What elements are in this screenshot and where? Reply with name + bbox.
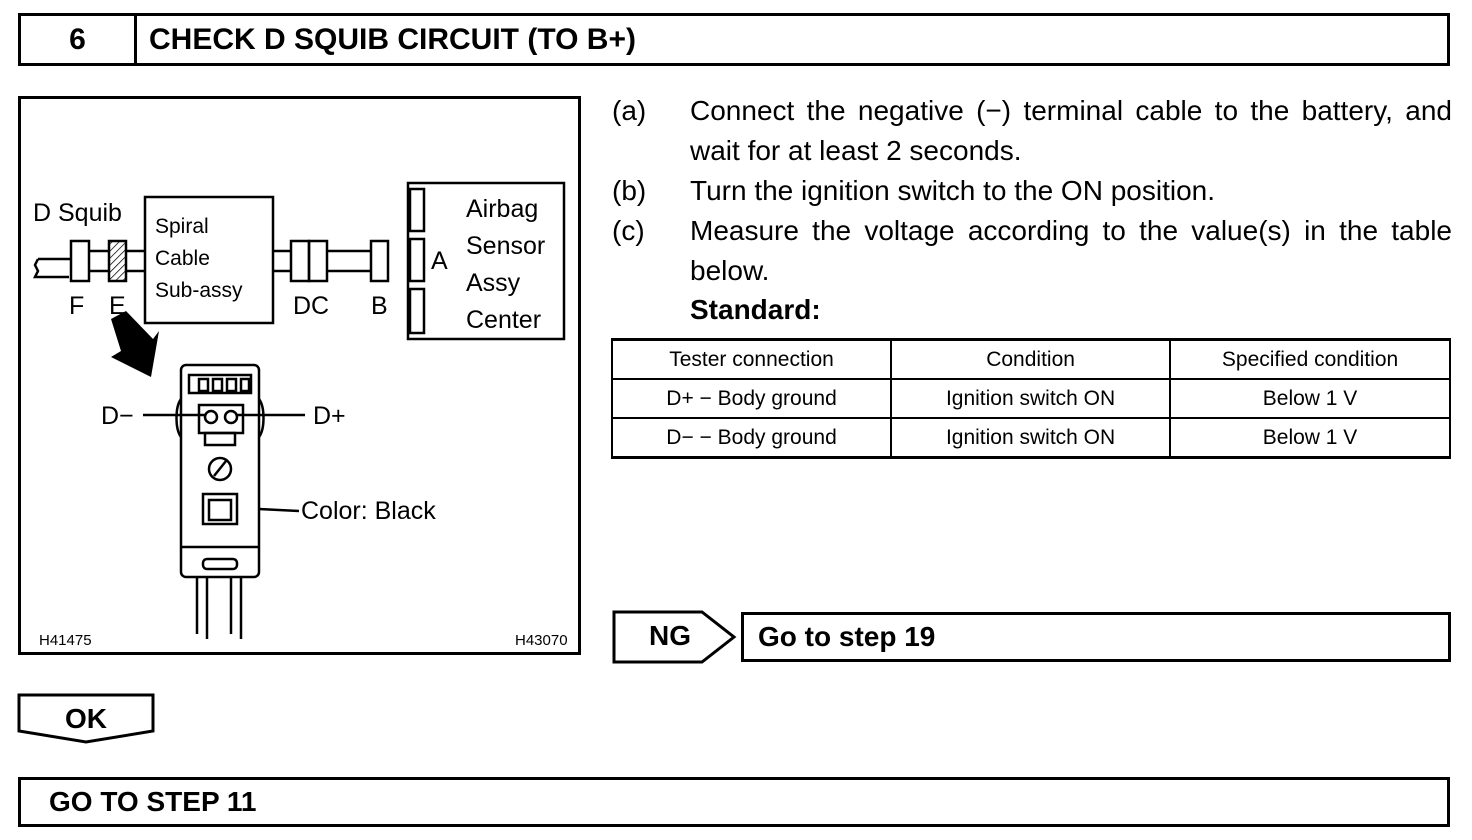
terminal-minus-label: D− — [101, 402, 134, 430]
table-cell: Ignition switch ON — [890, 417, 1172, 459]
standard-label: Standard: — [690, 294, 821, 325]
ok-label: OK — [65, 703, 107, 734]
sensor-label-2: Sensor — [466, 232, 545, 260]
connector-b — [369, 239, 390, 283]
spec-table: Tester connection Condition Specified co… — [610, 338, 1451, 459]
table-cell: D+ − Body ground — [610, 378, 893, 419]
ng-result-box[interactable]: Go to step 19 — [741, 612, 1451, 662]
ng-result-text: Go to step 19 — [758, 621, 936, 652]
connector-f — [69, 239, 91, 283]
label-e: E — [109, 292, 126, 320]
goto-step-box[interactable]: GO TO STEP 11 — [18, 777, 1450, 827]
airbag-sensor-box — [406, 181, 566, 341]
label-b: B — [371, 292, 388, 320]
instruction-label: (c) — [612, 215, 645, 246]
terminal-plus-label: D+ — [313, 402, 346, 430]
table-cell: D− − Body ground — [610, 417, 893, 459]
table-header: Condition — [890, 338, 1172, 380]
table-cell: Below 1 V — [1169, 378, 1451, 419]
table-header-row: Tester connection Condition Specified co… — [610, 338, 1451, 380]
table-header: Tester connection — [610, 338, 893, 380]
squib-plug — [32, 258, 69, 279]
instruction-text: Connect the negative (−) terminal cable … — [690, 95, 1452, 166]
label-f: F — [69, 292, 84, 320]
sensor-label-4: Center — [466, 306, 541, 334]
spiral-label-3: Sub-assy — [155, 279, 243, 302]
ng-arrow-shape — [612, 610, 737, 664]
d-squib-label: D Squib — [33, 199, 122, 227]
label-a: A — [431, 247, 448, 275]
table-header: Specified condition — [1169, 338, 1451, 380]
connector-closeup — [143, 363, 305, 639]
instruction-label: (a) — [612, 95, 647, 126]
table-row: D− − Body ground Ignition switch ON Belo… — [610, 417, 1451, 459]
step-number: 6 — [21, 16, 137, 63]
sensor-label-1: Airbag — [466, 195, 538, 223]
label-dc: DC — [293, 292, 329, 320]
instruction-label: (b) — [612, 175, 647, 206]
instruction-b: (b) Turn the ignition switch to the ON p… — [612, 171, 1452, 211]
code-right: H43070 — [515, 632, 568, 649]
step-header: 6 CHECK D SQUIB CIRCUIT (TO B+) — [18, 13, 1450, 66]
instruction-a: (a) Connect the negative (−) terminal ca… — [612, 91, 1452, 171]
step-title: CHECK D SQUIB CIRCUIT (TO B+) — [149, 22, 636, 56]
connector-dc-left — [289, 239, 311, 283]
wiring-illustration: D Squib Spiral Cable Sub-assy Airbag Sen… — [18, 96, 581, 655]
ng-label: NG — [649, 620, 691, 651]
instruction-text: Turn the ignition switch to the ON posit… — [690, 175, 1215, 206]
spiral-cable-box — [143, 195, 275, 325]
connector-dc-right — [307, 239, 329, 283]
ok-arrow-shape — [17, 693, 155, 744]
table-row: D+ − Body ground Ignition switch ON Belo… — [610, 378, 1451, 419]
connector-diagram: D Squib Spiral Cable Sub-assy Airbag Sen… — [32, 181, 568, 649]
connector-e — [107, 239, 128, 283]
goto-step-text: GO TO STEP 11 — [49, 786, 257, 817]
code-left: H41475 — [39, 632, 92, 649]
table-cell: Ignition switch ON — [890, 378, 1172, 419]
spiral-label-1: Spiral — [155, 215, 209, 238]
table-cell: Below 1 V — [1169, 417, 1451, 459]
color-note: Color: Black — [301, 497, 436, 525]
instruction-text: Measure the voltage according to the val… — [690, 215, 1452, 286]
spiral-label-2: Cable — [155, 247, 210, 270]
pointer-arrow — [111, 311, 159, 377]
instruction-c: (c) Measure the voltage according to the… — [612, 211, 1452, 291]
sensor-label-3: Assy — [466, 269, 521, 297]
